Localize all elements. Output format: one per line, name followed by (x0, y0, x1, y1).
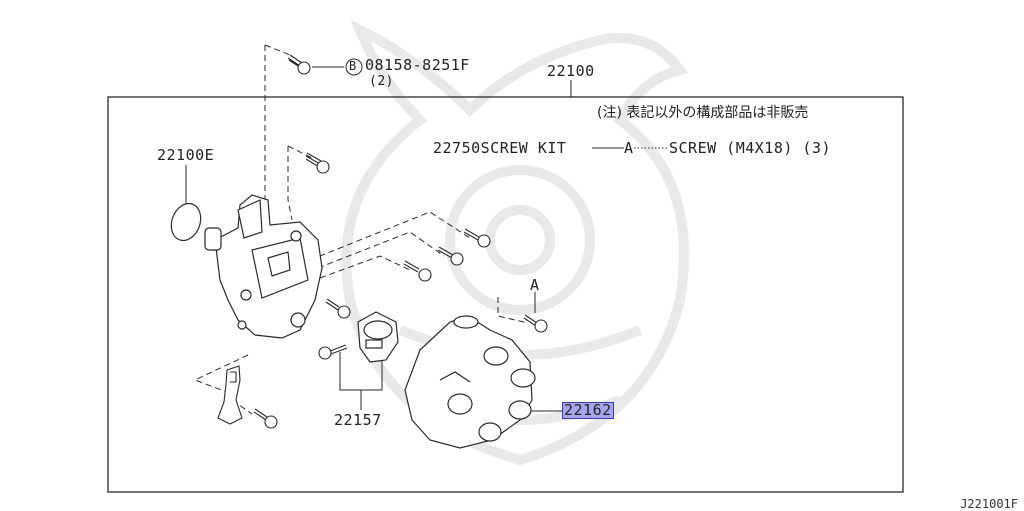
bolt-part-number[interactable]: 08158-8251F (365, 56, 470, 74)
bolt-marker-circle (345, 58, 363, 76)
oring-part[interactable] (166, 199, 205, 244)
assembly-part-number[interactable]: 22100 (547, 62, 595, 80)
screw-kit-screw-2[interactable] (437, 246, 464, 266)
screw-kit-screw-1[interactable] (463, 228, 491, 248)
screw-kit-dash-line-2 (317, 231, 445, 269)
screw-kit-screw-3[interactable] (403, 260, 432, 282)
drawing-id-label: J221001F (960, 497, 1018, 511)
screw1-dash-line (287, 145, 313, 221)
screw-kit-dash-line-1 (309, 211, 471, 261)
screw-mid[interactable] (325, 298, 351, 319)
screw-kit-label[interactable]: 22750SCREW KIT (433, 139, 567, 157)
screw-upper[interactable] (305, 152, 330, 174)
ref-a-letter: A (530, 276, 540, 294)
bolt-quantity: (2) (369, 74, 394, 89)
screw-kit-dash-line-3 (319, 255, 411, 279)
distributor-cap[interactable] (404, 315, 536, 449)
screw-kit-ref-letter: A (624, 139, 634, 157)
bracket-clip[interactable] (217, 365, 243, 425)
rotor-part-number[interactable]: 22157 (334, 411, 382, 429)
screw-parts (253, 54, 548, 429)
screw-spec-label: SCREW (M4X18) (3) (669, 139, 832, 157)
distributor-housing[interactable] (204, 194, 323, 339)
screw-rotor[interactable] (318, 344, 348, 360)
note-text: (注) 表記以外の構成部品は非販売 (597, 105, 809, 121)
cap-part-number[interactable]: 22162 (562, 401, 614, 419)
bolt-marker-letter: B (349, 59, 357, 73)
bolt-screw[interactable] (287, 54, 311, 75)
assembly-frame (107, 96, 904, 493)
oring-part-number[interactable]: 22100E (157, 146, 215, 164)
screw-ref-a[interactable] (523, 314, 548, 333)
screw-bracket[interactable] (253, 408, 278, 429)
rotor-part[interactable] (357, 311, 399, 363)
